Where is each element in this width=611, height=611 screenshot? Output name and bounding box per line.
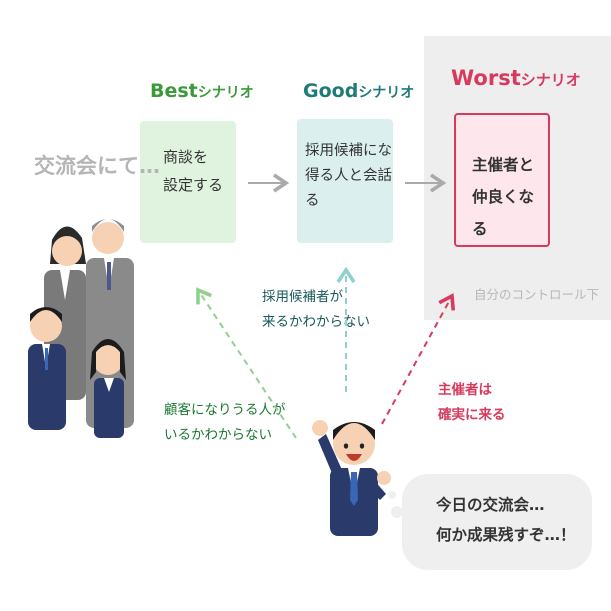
cheering-businessman-illustration: [312, 420, 391, 536]
bubble-dot: [388, 491, 396, 499]
host-note: 主催者は 確実に来る: [438, 378, 506, 428]
note-line: 主催者は: [438, 382, 492, 398]
worst-line: 仲良くなる: [472, 188, 535, 238]
customer-note: 顧客になりうる人が いるかわからない: [164, 398, 286, 448]
worst-scenario-box: 主催者と 仲良くなる: [454, 113, 550, 247]
note-line: いるかわからない: [164, 427, 272, 443]
note-line: 採用候補者が: [262, 289, 343, 305]
best-line: 商談を: [163, 148, 209, 166]
good-scenario-box: 採用候補にな 得る人と会話 る: [297, 119, 393, 243]
best-scenario-title: Bestシナリオ: [150, 80, 254, 102]
worst-scenario-title: Worstシナリオ: [451, 66, 581, 90]
good-line: 採用候補にな: [305, 143, 392, 159]
good-scenario-title: Goodシナリオ: [303, 80, 415, 102]
candidate-note: 採用候補者が 来るかわからない: [262, 285, 370, 335]
note-line: 確実に来る: [438, 407, 506, 423]
intro-text: 交流会にて…: [34, 154, 160, 178]
bubble-line: 今日の交流会…: [436, 496, 545, 514]
bubble-line: 何か成果残すぞ…！: [436, 526, 576, 544]
best-scenario-box: 商談を 設定する: [140, 121, 236, 243]
control-label: 自分のコントロール下: [474, 287, 600, 302]
dashed-arrow-icon: [196, 287, 297, 439]
good-line: 得る人と会話: [305, 168, 392, 184]
good-line: る: [305, 193, 320, 209]
note-line: 来るかわからない: [262, 314, 370, 330]
note-line: 顧客になりうる人が: [164, 402, 286, 418]
dashed-arrow-icon: [381, 293, 456, 425]
bubble-dot: [391, 506, 403, 518]
group-of-business-people-illustration: [28, 219, 134, 438]
thought-bubble: 今日の交流会… 何か成果残すぞ…！: [402, 474, 592, 570]
best-line: 設定する: [163, 176, 224, 194]
worst-line: 主催者と: [472, 156, 535, 174]
